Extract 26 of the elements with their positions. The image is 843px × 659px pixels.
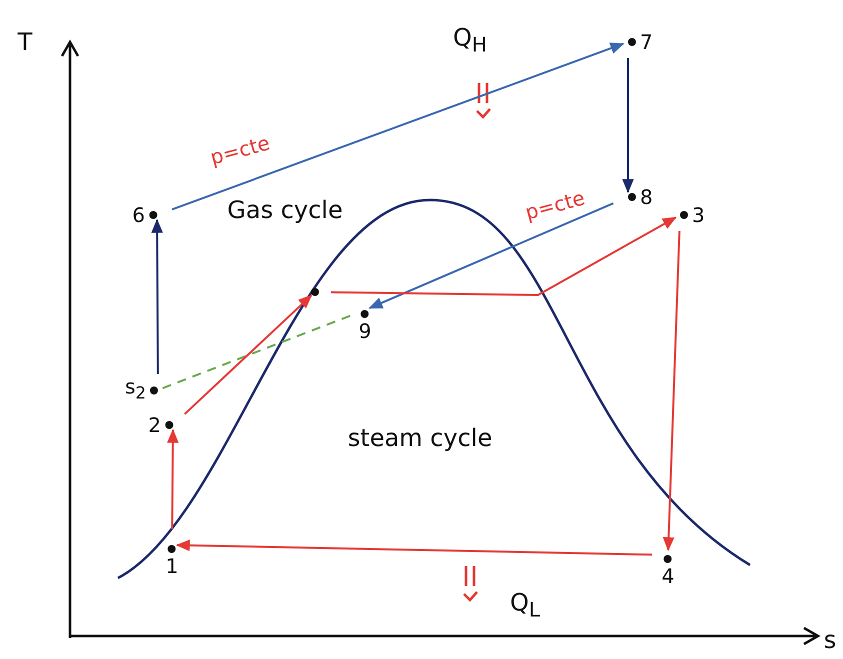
diagram-label: Q$_{L}$ bbox=[510, 588, 540, 622]
process-line bbox=[162, 314, 350, 390]
state-point: s$_{2}$ bbox=[124, 376, 158, 404]
process-line bbox=[368, 202, 614, 309]
process-line bbox=[662, 230, 680, 552]
diagram-label: steam cycle bbox=[348, 424, 492, 452]
state-point: 9 bbox=[358, 310, 372, 342]
state-point: 1 bbox=[166, 545, 178, 577]
diagram-label: Q$_{H}$ bbox=[453, 24, 487, 56]
process-line bbox=[330, 216, 677, 296]
process-line bbox=[176, 540, 652, 556]
state-point: 4 bbox=[662, 555, 674, 587]
diagram-label: Gas cycle bbox=[227, 196, 343, 224]
state-point: 2 bbox=[148, 414, 173, 436]
state-point: 3 bbox=[680, 204, 705, 226]
process-line bbox=[167, 428, 179, 529]
state-point: 7 bbox=[628, 31, 653, 53]
state-point: 6 bbox=[132, 204, 157, 226]
axis-label: T bbox=[18, 28, 32, 56]
process-line bbox=[151, 218, 163, 374]
process-line bbox=[622, 58, 634, 194]
state-point: 8 bbox=[628, 186, 653, 208]
axis-label: s bbox=[824, 626, 836, 654]
process-line bbox=[172, 42, 624, 210]
state-point-dot bbox=[311, 288, 319, 296]
process-line bbox=[184, 294, 312, 415]
